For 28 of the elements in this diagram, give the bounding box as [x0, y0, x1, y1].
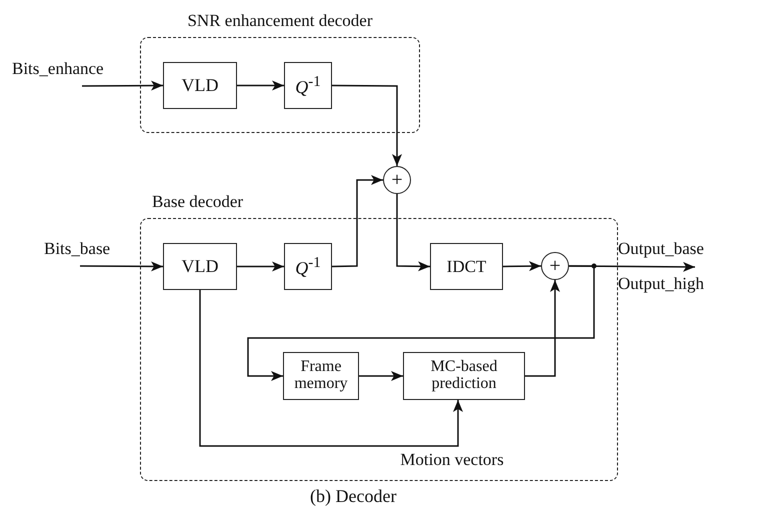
output-signal-label: Output_base — [618, 240, 705, 259]
summing-junction: + — [383, 166, 411, 194]
arrow — [81, 80, 163, 91]
input-signal-label: Bits_enhance — [12, 60, 127, 86]
arrow — [359, 371, 403, 381]
arrow — [199, 290, 463, 447]
process-box: VLD — [163, 243, 237, 290]
arrow — [525, 280, 560, 377]
process-box: MC-based prediction — [403, 352, 525, 400]
arrow — [79, 261, 163, 272]
process-box: Q$^{-1}$ — [284, 243, 332, 290]
output-signal-label: Output_high — [618, 275, 705, 294]
arrow — [332, 175, 383, 268]
summing-junction: + — [541, 252, 569, 280]
group-title: Base decoder — [152, 192, 244, 212]
arrow — [237, 80, 284, 90]
process-box: Q$^{-1}$ — [284, 62, 332, 109]
arrow — [237, 262, 284, 272]
process-box: VLD — [163, 62, 237, 109]
arrow — [396, 194, 430, 272]
arrow — [247, 265, 595, 381]
process-box: Frame memory — [283, 352, 359, 400]
caption: (b) Decoder — [310, 486, 396, 507]
process-box: IDCT — [430, 243, 503, 290]
arrow — [502, 261, 542, 272]
group-title: SNR enhancement decoder — [186, 11, 374, 31]
arrow — [332, 84, 402, 166]
input-signal-label: Bits_base — [44, 240, 124, 266]
